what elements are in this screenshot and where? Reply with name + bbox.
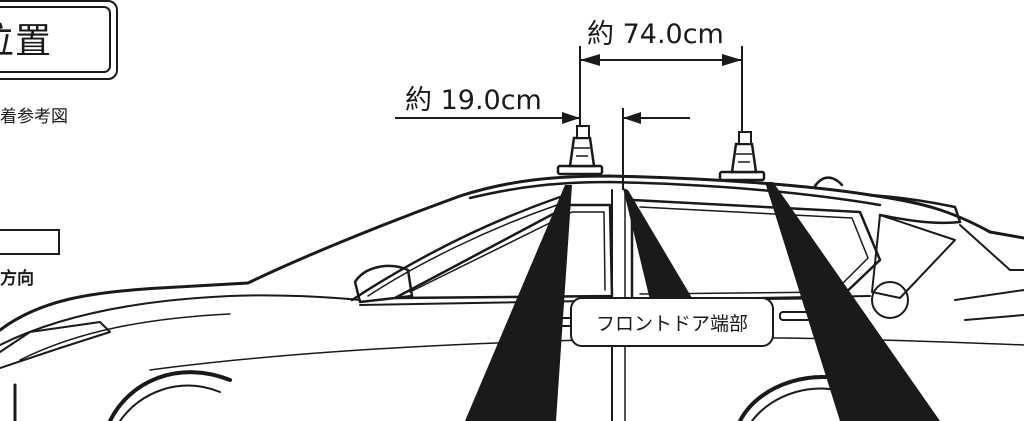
direction-label: 方向 xyxy=(0,269,34,289)
door-edge-pointer xyxy=(623,188,692,300)
hood-line xyxy=(0,294,361,346)
title-frame-inner xyxy=(0,6,111,73)
car-body-outline xyxy=(0,174,1024,332)
rear-door-window xyxy=(630,198,882,302)
antenna xyxy=(813,176,844,188)
front-door-edge-callout: フロントドア端部 xyxy=(570,297,774,347)
headlight xyxy=(0,321,111,369)
page-title: 位置 xyxy=(0,21,53,62)
rear-door-handle xyxy=(779,311,811,321)
legend-box xyxy=(0,229,60,255)
side-mirror xyxy=(353,264,414,304)
callout-label: フロントドア端部 xyxy=(595,312,748,335)
front-carrier-foot xyxy=(556,125,604,176)
tail-lamp xyxy=(954,224,1024,321)
title-frame: 位置 xyxy=(0,0,118,80)
dimension-label-long: 約 74.0cm xyxy=(587,19,724,50)
roof-line xyxy=(468,180,882,207)
rear-spoiler xyxy=(868,193,962,225)
front-foot-pointer xyxy=(465,185,572,421)
dimension-label-short: 約 19.0cm xyxy=(405,85,542,116)
reference-label: 着参考図 xyxy=(0,107,68,127)
front-wheel-arch xyxy=(108,370,232,421)
rear-carrier-foot xyxy=(718,131,766,182)
rear-foot-pointer xyxy=(765,182,940,421)
windshield xyxy=(350,195,562,302)
quarter-window xyxy=(871,214,956,299)
fuel-lid xyxy=(871,281,909,319)
